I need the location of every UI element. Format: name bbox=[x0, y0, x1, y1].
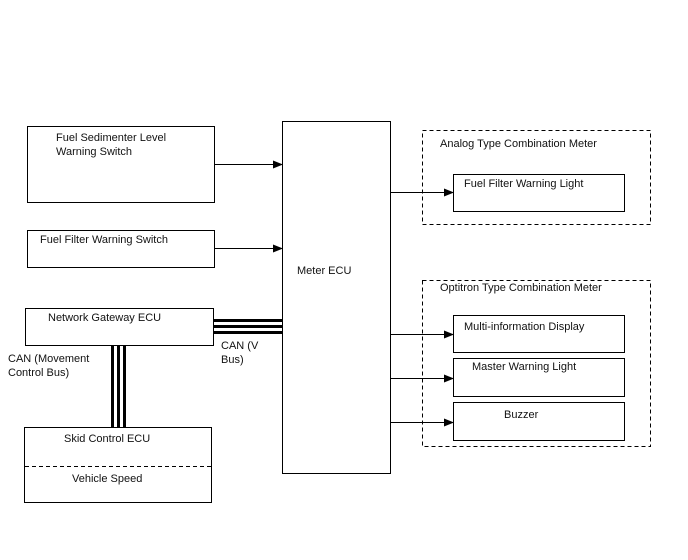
meter-ecu-box bbox=[282, 121, 391, 474]
fuel-sedimenter-label: Fuel Sedimenter Level Warning Switch bbox=[56, 132, 167, 158]
fuel-filter-light-label: Fuel Filter Warning Light bbox=[464, 178, 584, 190]
can-movement-bus-lines bbox=[111, 346, 126, 427]
buzzer-label: Buzzer bbox=[504, 409, 539, 421]
fuel-filter-switch-box bbox=[27, 230, 215, 268]
analog-group-label: Analog Type Combination Meter bbox=[440, 138, 597, 150]
fuel-sedimenter-box bbox=[27, 126, 215, 203]
can-v-bus-lines bbox=[214, 319, 282, 334]
optitron-group-box bbox=[422, 280, 651, 447]
network-gateway-box bbox=[25, 308, 214, 346]
fuel-filter-switch-label: Fuel Filter Warning Switch bbox=[40, 234, 168, 246]
can-movement-bus-label: CAN (Movement Control Bus) bbox=[8, 353, 90, 379]
network-gateway-label: Network Gateway ECU bbox=[48, 312, 162, 324]
master-warning-light-label: Master Warning Light bbox=[472, 361, 577, 373]
meter-ecu-label: Meter ECU bbox=[297, 265, 352, 277]
optitron-group-label: Optitron Type Combination Meter bbox=[440, 282, 602, 294]
vehicle-speed-label: Vehicle Speed bbox=[72, 473, 143, 485]
can-v-bus-label: CAN (V Bus) bbox=[221, 340, 259, 366]
skid-control-box bbox=[24, 427, 212, 503]
analog-group-box bbox=[422, 130, 651, 225]
skid-control-label: Skid Control ECU bbox=[64, 433, 151, 445]
multi-info-display-label: Multi-information Display bbox=[464, 321, 585, 333]
buzzer-box bbox=[453, 402, 625, 441]
